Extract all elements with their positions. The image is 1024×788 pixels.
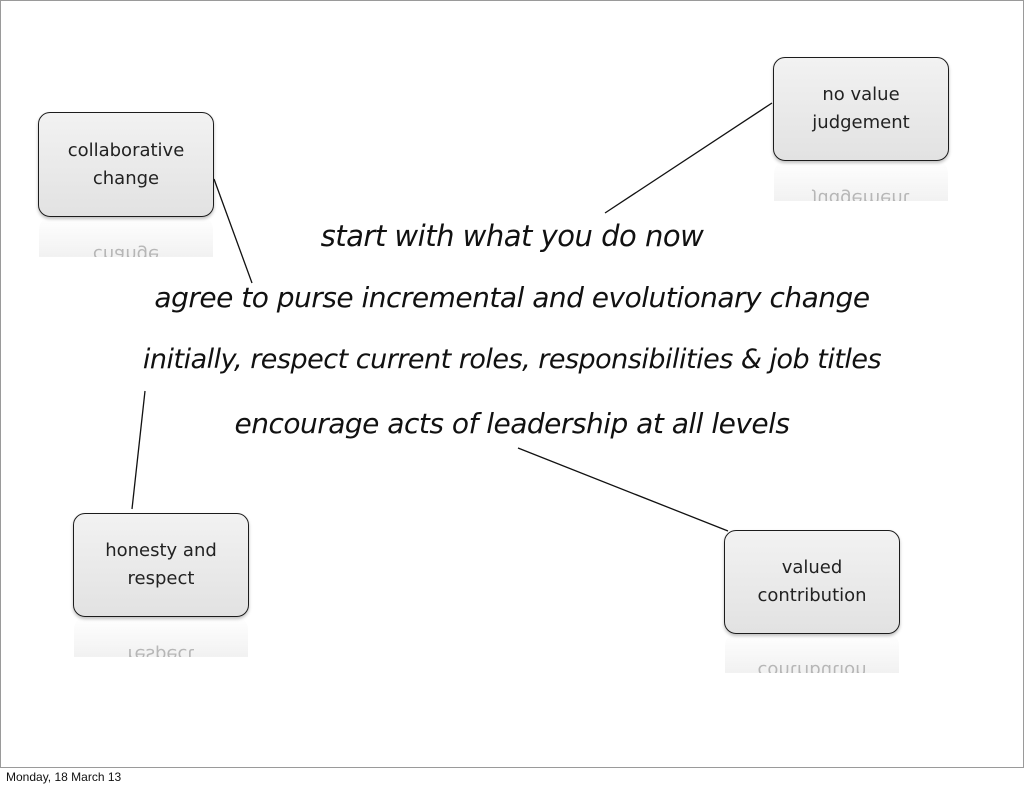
statement-2: agree to purse incremental and evolution…: [154, 281, 870, 314]
statement-4: encourage acts of leadership at all leve…: [234, 407, 790, 440]
node-no-value-judgement: no value judgement: [773, 57, 949, 161]
node-label: no value judgement: [812, 84, 910, 133]
node-label: collaborative change: [67, 139, 185, 189]
connector-honesty-and-respect: [131, 390, 146, 510]
node-valued-contribution: valued contribution: [724, 530, 900, 634]
reflection-text: judgement: [812, 188, 910, 201]
connector-no-value-judgement: [604, 102, 773, 214]
statement-1: start with what you do now: [320, 219, 704, 253]
connector-lines: [131, 102, 773, 532]
box-reflection: judgement: [774, 161, 948, 201]
node-collaborative-change: collaborative change: [38, 112, 214, 217]
slide: change collaborative change judgement no…: [0, 0, 1024, 768]
reflection-text: respect: [127, 644, 195, 657]
node-honesty-and-respect: honesty and respect: [73, 513, 249, 617]
connector-collaborative-change: [213, 178, 253, 284]
statement-3: initially, respect current roles, respon…: [142, 344, 882, 375]
connector-valued-contribution: [517, 447, 729, 532]
reflection-text: contribution: [757, 660, 867, 673]
box-reflection: respect: [74, 617, 248, 657]
box-reflection: contribution: [725, 633, 899, 673]
node-label: honesty and respect: [105, 540, 217, 589]
node-label: valued contribution: [757, 557, 867, 606]
footer-date: Monday, 18 March 13: [6, 770, 122, 784]
